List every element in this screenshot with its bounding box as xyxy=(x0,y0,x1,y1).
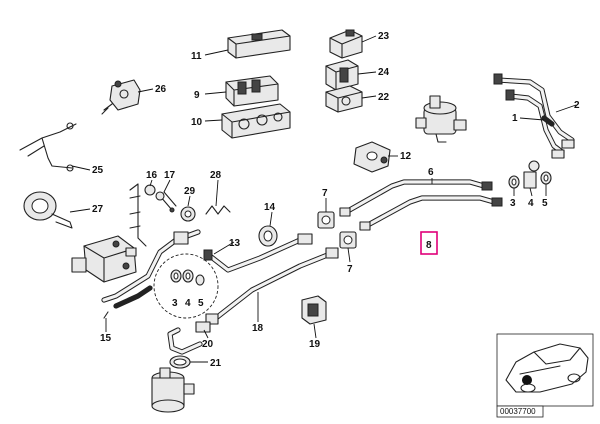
pipe-6-8 xyxy=(339,179,503,231)
bracket-26 xyxy=(101,79,141,115)
diagram-code: 00037700 xyxy=(500,407,536,416)
pipe-15 xyxy=(101,229,201,319)
clip-28 xyxy=(205,205,231,215)
clip-22 xyxy=(325,85,363,113)
callout-3-left: 3 xyxy=(172,298,178,309)
valve xyxy=(415,95,467,143)
callout-21: 21 xyxy=(210,358,222,369)
hose-20 xyxy=(167,321,211,355)
clip-19 xyxy=(301,295,327,325)
callout-28: 28 xyxy=(210,170,222,181)
location-marker xyxy=(522,375,532,385)
fitting-7-upper xyxy=(317,211,335,229)
clip-10 xyxy=(221,103,291,139)
pipe-18 xyxy=(205,247,339,325)
callout-9: 9 xyxy=(194,90,200,101)
leader-lines xyxy=(69,35,577,363)
hydraulic-unit xyxy=(71,235,137,283)
callout-15: 15 xyxy=(100,333,112,344)
callout-1: 1 xyxy=(512,113,518,124)
callout-5-left: 5 xyxy=(198,298,204,309)
bracket-left xyxy=(129,183,147,247)
callout-18: 18 xyxy=(252,323,264,334)
callout-17: 17 xyxy=(164,170,176,181)
fitting-7-lower xyxy=(339,231,357,249)
clip-27 xyxy=(23,191,73,229)
callout-19: 19 xyxy=(309,339,321,350)
callout-4-right: 4 xyxy=(528,198,534,209)
callout-25: 25 xyxy=(92,165,104,176)
callouts: 11 9 10 23 24 22 26 25 27 12 2 1 6 8 7 7… xyxy=(92,31,580,369)
callout-22: 22 xyxy=(378,92,390,103)
pipe-1-2 xyxy=(493,73,575,159)
callout-23: 23 xyxy=(378,31,390,42)
bracket-25 xyxy=(19,122,77,172)
seals-left-detail xyxy=(153,253,219,319)
clip-11 xyxy=(227,29,291,59)
callout-7-lower: 7 xyxy=(347,264,353,275)
bolt-16-17 xyxy=(144,184,177,213)
callout-13: 13 xyxy=(229,238,241,249)
grommet-14 xyxy=(258,225,278,247)
callout-11: 11 xyxy=(191,51,202,62)
callout-29: 29 xyxy=(184,186,196,197)
callout-6: 6 xyxy=(428,167,434,178)
clip-9 xyxy=(225,75,279,107)
pipe-13 xyxy=(203,233,313,273)
callout-20: 20 xyxy=(202,339,214,350)
clip-23 xyxy=(329,29,363,59)
callout-10: 10 xyxy=(191,117,203,128)
callout-7-upper: 7 xyxy=(322,188,328,199)
callout-27: 27 xyxy=(92,204,104,215)
vehicle-inset: 00037700 xyxy=(496,333,594,418)
callout-4-left: 4 xyxy=(185,298,191,309)
callout-3-right: 3 xyxy=(510,198,516,209)
callout-12: 12 xyxy=(400,151,412,162)
nut-29 xyxy=(180,206,196,222)
callout-24: 24 xyxy=(378,67,390,78)
callout-26: 26 xyxy=(155,84,167,95)
clip-24 xyxy=(325,59,359,91)
clamp-21 xyxy=(169,355,191,369)
callout-14: 14 xyxy=(264,202,276,213)
callout-16: 16 xyxy=(146,170,158,181)
callout-5-right: 5 xyxy=(542,198,548,209)
mount-12 xyxy=(353,141,391,173)
callout-8-highlight xyxy=(420,231,438,255)
callout-2: 2 xyxy=(574,100,580,111)
reservoir xyxy=(151,367,195,413)
seals-right xyxy=(508,160,552,189)
callout-8: 8 xyxy=(426,240,432,251)
